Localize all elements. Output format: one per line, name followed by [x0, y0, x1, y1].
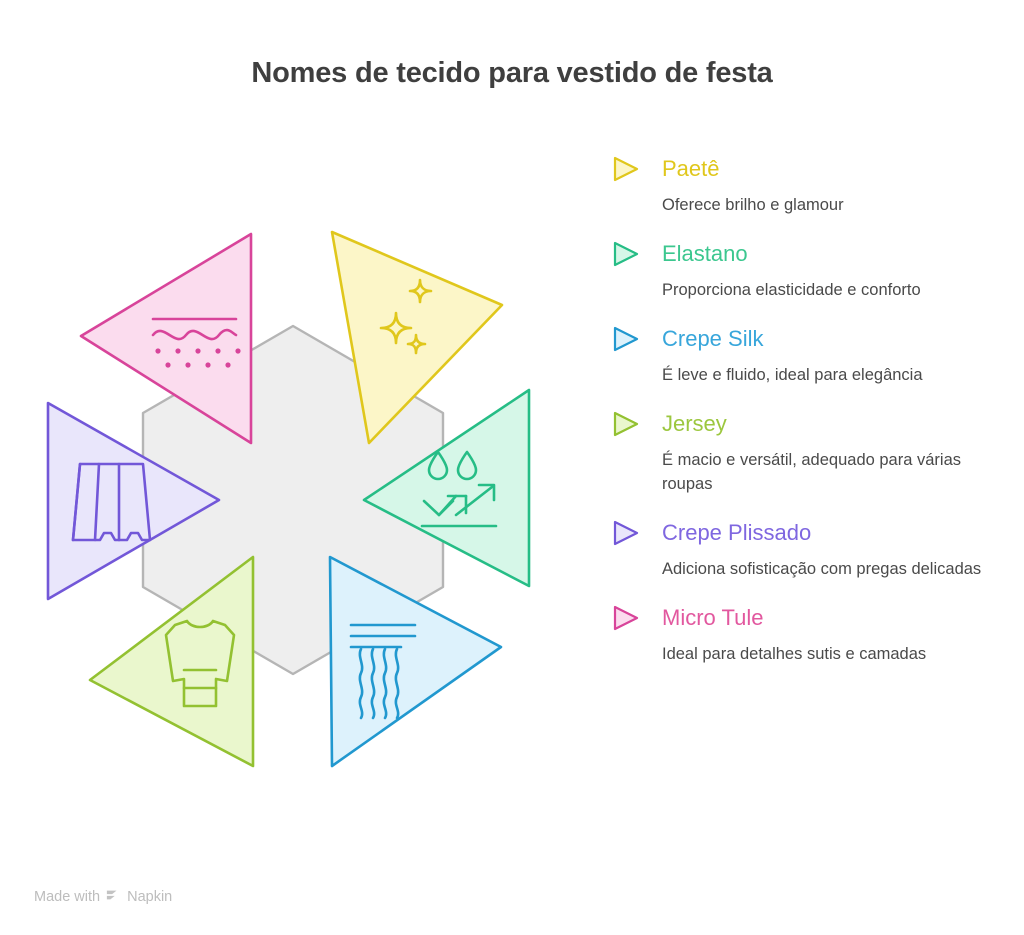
- legend-item-header: Micro Tule: [610, 601, 1000, 635]
- legend-item-header: Jersey: [610, 407, 1000, 441]
- hexagon-radial-diagram: [20, 215, 580, 795]
- triangle-marker-icon: [610, 409, 640, 439]
- mesh-tulle-icon: [151, 317, 241, 368]
- legend-item-header: Elastano: [610, 237, 1000, 271]
- long-sleeve-shirt-icon: [164, 619, 236, 708]
- flowing-drape-icon: [349, 623, 417, 720]
- pleated-skirt-icon: [71, 462, 152, 542]
- legend-item-micro-tule[interactable]: Micro Tule Ideal para detalhes sutis e c…: [610, 601, 1000, 666]
- legend-item-label: Jersey: [662, 411, 727, 436]
- triangle-marker-icon: [610, 603, 640, 633]
- segment-jersey[interactable]: [88, 555, 255, 768]
- triangle-marker-icon: [610, 154, 640, 184]
- legend-item-crepe-plissado[interactable]: Crepe Plissado Adiciona sofisticação com…: [610, 516, 1000, 581]
- legend-item-header: Crepe Plissado: [610, 516, 1000, 550]
- legend-item-label: Paetê: [662, 156, 720, 181]
- legend-item-crepe-silk[interactable]: Crepe Silk É leve e fluido, ideal para e…: [610, 322, 1000, 387]
- segment-elastano[interactable]: [362, 388, 531, 588]
- footer-brand-label: Napkin: [127, 889, 173, 905]
- legend-item-description: Adiciona sofisticação com pregas delicad…: [662, 560, 982, 578]
- legend-item-jersey[interactable]: Jersey É macio e versátil, adequado para…: [610, 407, 1000, 496]
- segment-triangle-elastano[interactable]: [362, 388, 531, 588]
- legend-item-label: Crepe Silk: [662, 326, 764, 351]
- legend: Paetê Oferece brilho e glamour Elastano …: [610, 152, 1000, 686]
- napkin-logo-icon: [105, 888, 121, 906]
- legend-item-label: Crepe Plissado: [662, 520, 812, 545]
- legend-item-description: É leve e fluido, ideal para elegância: [662, 366, 923, 384]
- legend-item-description: É macio e versátil, adequado para várias…: [662, 451, 961, 493]
- legend-item-label: Elastano: [662, 241, 748, 266]
- triangle-marker-icon: [610, 239, 640, 269]
- legend-item-paete[interactable]: Paetê Oferece brilho e glamour: [610, 152, 1000, 217]
- triangle-marker-icon: [610, 518, 640, 548]
- sparkles-icon: [379, 278, 433, 355]
- legend-item-description: Oferece brilho e glamour: [662, 196, 844, 214]
- segment-triangle-jersey[interactable]: [88, 555, 255, 768]
- legend-item-description: Proporciona elasticidade e conforto: [662, 281, 921, 299]
- segment-micro-tule[interactable]: [79, 232, 253, 445]
- segment-crepe-silk[interactable]: [328, 555, 503, 768]
- legend-item-header: Crepe Silk: [610, 322, 1000, 356]
- page-title: Nomes de tecido para vestido de festa: [251, 57, 773, 89]
- footer-made-with-label: Made with: [34, 889, 101, 905]
- legend-item-label: Micro Tule: [662, 605, 764, 630]
- segment-triangle-crepe-plissado[interactable]: [46, 401, 221, 601]
- segment-triangle-micro-tule[interactable]: [79, 232, 253, 445]
- legend-item-header: Paetê: [610, 152, 1000, 186]
- legend-item-elastano[interactable]: Elastano Proporciona elasticidade e conf…: [610, 237, 1000, 302]
- segment-crepe-plissado[interactable]: [46, 401, 221, 601]
- water-repellent-stretch-icon: [420, 450, 498, 528]
- legend-item-description: Ideal para detalhes sutis e camadas: [662, 645, 927, 663]
- triangle-marker-icon: [610, 324, 640, 354]
- made-with-napkin-footer[interactable]: Made with Napkin: [34, 888, 172, 906]
- segment-paete[interactable]: [330, 230, 504, 445]
